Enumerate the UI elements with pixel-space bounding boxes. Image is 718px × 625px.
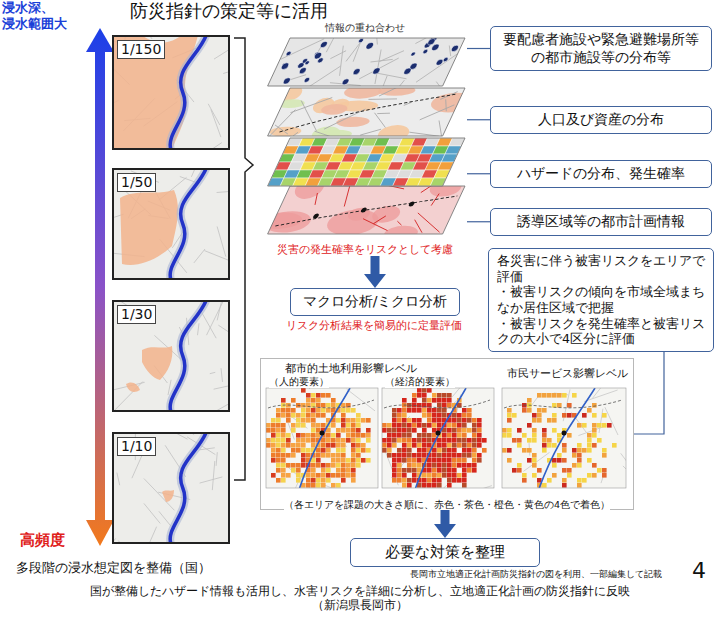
title: 防災指針の策定等に活用	[130, 0, 328, 22]
map-layer	[244, 81, 484, 158]
note-text: リスク分析結果を簡易的に定量評価	[286, 319, 462, 333]
caption-note: 多段階の浸水想定図を整備（国）	[16, 560, 211, 576]
scale-arrow-head	[86, 28, 114, 52]
info-box: 要配慮者施設や緊急避難場所等の都市施設等の分布等	[490, 26, 712, 71]
leader-line	[467, 48, 490, 49]
info-box: 人口及び資産の分布	[490, 106, 712, 134]
flood-map: 1/30	[112, 300, 230, 412]
flood-map-image	[96, 16, 258, 152]
map-heading: （人的要素）	[269, 376, 329, 388]
box-text: ・被害リスクの傾向を市域全域まちなか居住区域で把握	[497, 284, 705, 315]
flow-arrow	[441, 510, 450, 524]
layer-heading: 情報の重ね合わせ	[325, 22, 405, 34]
risk-map-image	[502, 368, 650, 492]
result-map-panel: 都市的土地利用影響レベル（人的要素） （経済的要素） 市民サービス影響レベル （各エリ…	[260, 358, 634, 510]
info-box: 誘導区域等の都市計画情報	[490, 208, 712, 236]
map-heading: 市民サービス影響レベル	[507, 367, 628, 380]
map-heading: （各エリアを課題の大きさ順に、赤色・茶色・橙色・黄色の4色で着色）	[284, 499, 610, 510]
bracket	[234, 38, 253, 480]
box-text: ・被害リスクを発生確率と被害リスクの大小で4区分に評価	[497, 316, 705, 347]
leader-line	[467, 119, 490, 120]
box-text: 誘導区域等の都市計画情報	[499, 213, 703, 231]
return-period-label: 1/30	[117, 305, 156, 324]
source-note: 長岡市立地適正化計画防災指針の図を利用、一部編集して記載	[410, 569, 662, 580]
box-text: マクロ分析/ミクロ分析	[299, 293, 451, 311]
flood-map: 1/10	[112, 432, 230, 544]
box-text: 人口及び資産の分布	[499, 111, 703, 129]
scale-arrow-shaft	[95, 50, 105, 522]
leader-line	[634, 352, 664, 434]
return-period-label: 1/10	[117, 437, 156, 456]
map-layer	[249, 165, 475, 240]
info-box: ハザードの分布、発生確率	[490, 160, 712, 188]
flood-map: 1/150	[112, 35, 230, 150]
map-heading: （経済的要素）	[385, 376, 455, 388]
flood-map-image	[98, 421, 230, 563]
box-text: ハザードの分布、発生確率	[499, 165, 703, 183]
flow-arrow	[371, 256, 380, 274]
map-heading: 都市的土地利用影響レベル	[285, 362, 417, 375]
note-box: 各災害に伴う被害リスクをエリアで評価・被害リスクの傾向を市域全域まちなか居住区域…	[488, 248, 714, 352]
map-layer	[257, 10, 501, 109]
leader-line	[467, 173, 490, 174]
leader-line	[467, 221, 490, 222]
flood-map: 1/50	[112, 168, 230, 280]
return-period-label: 1/50	[117, 173, 156, 192]
action-box: 必要な対策を整理	[350, 538, 540, 567]
layer-stack: 情報の重ね合わせ災害の発生確率をリスクとして考慮	[262, 22, 467, 256]
risk-note: 災害の発生確率をリスクとして考慮	[277, 243, 453, 256]
page-number: 4	[692, 557, 706, 585]
risk-map-image	[364, 380, 494, 497]
flood-map-image	[112, 145, 244, 280]
risk-map-image	[261, 356, 378, 493]
box-text: 必要な対策を整理	[359, 543, 531, 562]
axis-label: 浸水深、 浸水範囲大	[2, 0, 92, 33]
box-text: 各災害に伴う被害リスクをエリアで評価	[497, 253, 705, 284]
return-period-label: 1/150	[117, 40, 165, 59]
box-text: 要配慮者施設や緊急避難場所等の都市施設等の分布等	[499, 31, 703, 66]
scale-arrow-head	[86, 520, 114, 546]
flood-map-image	[112, 288, 241, 422]
map-layer	[268, 138, 465, 186]
axis-label: 高頻度	[20, 531, 65, 550]
caption: 国が整備したハザード情報も活用し、水害リスクを詳細に分析し、立地適正化計画の防災…	[60, 584, 660, 613]
process-box: マクロ分析/ミクロ分析	[290, 288, 460, 316]
